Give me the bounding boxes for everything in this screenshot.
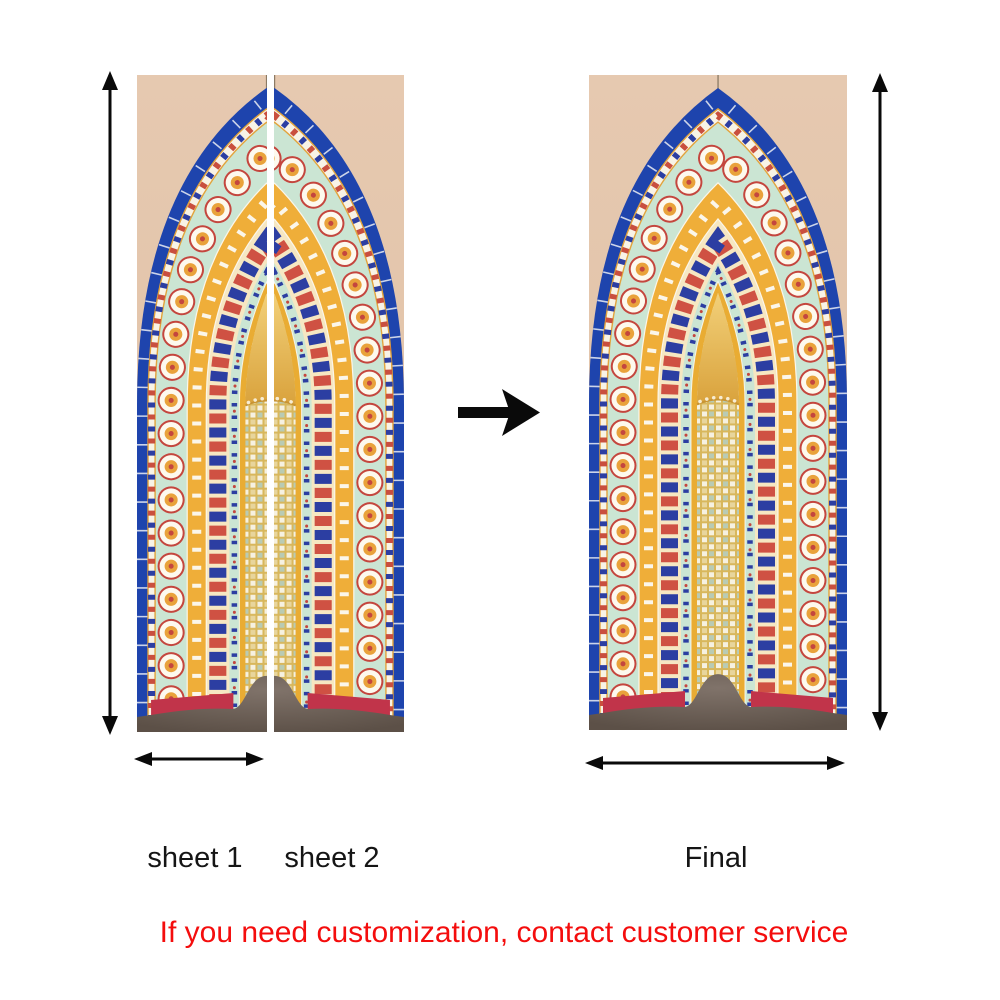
vertical-measure-arrow-sheets-icon	[102, 71, 118, 735]
vertical-measure-arrow-final-icon	[872, 73, 888, 731]
sheet-2-image	[274, 75, 404, 732]
final-image	[589, 75, 847, 730]
transform-arrow-icon	[458, 389, 540, 436]
horizontal-measure-arrow-final-icon	[585, 756, 845, 770]
final-label: Final	[684, 842, 748, 874]
sheets-panel	[137, 75, 404, 732]
horizontal-measure-arrow-sheets-icon	[134, 752, 264, 766]
sheet-1-label: sheet 1	[147, 842, 243, 874]
customization-notice: If you need customization, contact custo…	[159, 916, 849, 949]
sheet-gap	[267, 75, 274, 732]
sheet-2-label: sheet 2	[284, 842, 380, 874]
sheet-1-image	[137, 75, 267, 732]
